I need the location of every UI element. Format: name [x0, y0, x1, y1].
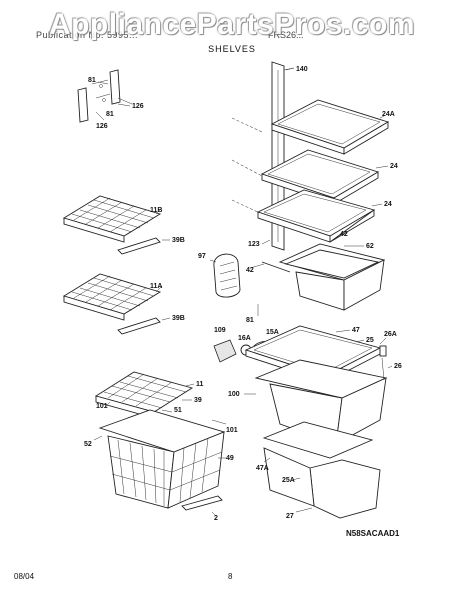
callout: 49	[226, 455, 234, 462]
callout: 11A	[150, 283, 162, 290]
callout: 81	[88, 77, 96, 84]
wire-shelf-upper	[62, 195, 162, 243]
callout: 39B	[172, 315, 185, 322]
wire-basket	[98, 409, 226, 509]
callout: 47A	[256, 465, 269, 472]
glass-shelf-top	[270, 99, 390, 155]
callout: 39B	[172, 237, 185, 244]
callout: 15A	[266, 329, 279, 336]
crisper-pan-lower	[262, 421, 381, 519]
shelf-trim-lower	[117, 317, 161, 335]
page-number: 8	[228, 572, 233, 581]
glass-shelf-lower	[256, 189, 376, 243]
diagram-subtitle: SHELVES	[208, 44, 256, 54]
callout: 123	[248, 241, 260, 248]
callout: 25A	[282, 477, 295, 484]
callout: 101	[226, 427, 238, 434]
callout: 42	[246, 267, 254, 274]
callout: 25	[366, 337, 374, 344]
publication-number: Publication No. 5995...	[36, 30, 139, 40]
leader-lines	[93, 67, 393, 517]
callout: 100	[228, 391, 240, 398]
callout: 2	[214, 515, 218, 522]
callout: 126	[132, 103, 144, 110]
callout: 126	[96, 123, 108, 130]
callout: 62	[366, 243, 374, 250]
callout: 39	[194, 397, 202, 404]
crisper-pan-upper	[261, 243, 386, 311]
callout: 101	[96, 403, 108, 410]
callout: 26	[394, 363, 402, 370]
callout: 24	[384, 201, 392, 208]
callout: 81	[106, 111, 114, 118]
callout: 42	[340, 231, 348, 238]
watermark: AppliancePartsPros.com	[48, 8, 416, 41]
callout: 16A	[238, 335, 251, 342]
callout: 26A	[384, 331, 397, 338]
callout: 140	[296, 66, 308, 73]
basket-trim	[181, 495, 223, 511]
callout: 27	[286, 513, 294, 520]
callout: 11B	[150, 207, 162, 214]
callout: 11	[196, 381, 204, 388]
callout: 24A	[382, 111, 395, 118]
callout: 81	[246, 317, 254, 324]
wire-shelf-bottom	[94, 371, 194, 419]
footer-date: 08/04	[14, 572, 35, 581]
callout: 109	[214, 327, 226, 334]
diagram-code: N58SACAAD1	[346, 529, 400, 538]
callout: 51	[174, 407, 182, 414]
callout-labels: 81 126 81 126 140 24A 24 24 11B 39B 97 1…	[84, 66, 402, 538]
callout: 52	[84, 441, 92, 448]
callout: 97	[198, 253, 206, 260]
wire-shelf-lower	[62, 273, 162, 321]
model-number: FRS26...	[268, 30, 304, 40]
callout: 24	[390, 163, 398, 170]
shelf-bracket-assembly	[77, 69, 133, 123]
callout: 47	[352, 327, 360, 334]
control-housing	[213, 253, 241, 298]
shelf-trim-upper	[117, 237, 161, 255]
